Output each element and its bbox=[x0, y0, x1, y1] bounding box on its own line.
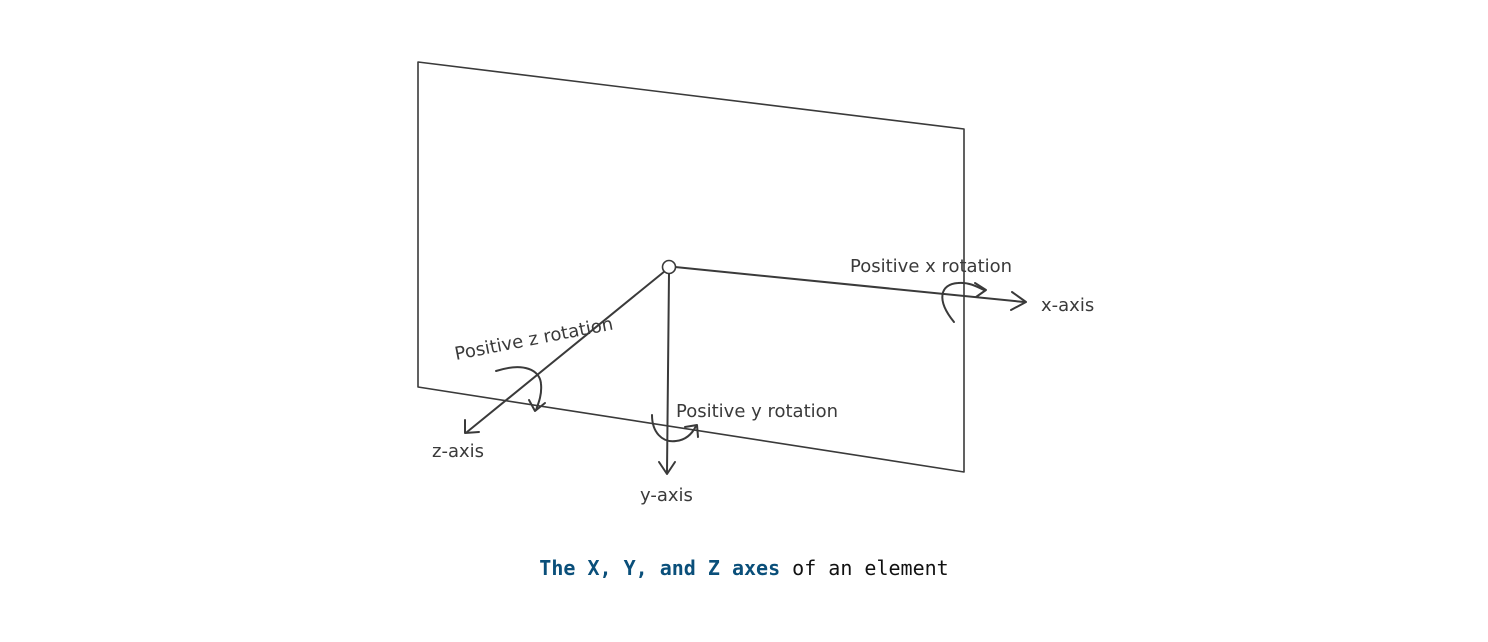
y-rotation-label: Positive y rotation bbox=[676, 401, 838, 422]
x-axis-line bbox=[674, 266, 1025, 303]
y-rotation-arrowhead bbox=[684, 424, 699, 438]
figure-caption: The X, Y, and Z axes of an element bbox=[0, 556, 1488, 580]
z-axis-arrowhead bbox=[464, 419, 480, 434]
y-axis-label: y-axis bbox=[640, 485, 693, 506]
x-rotation-arrow bbox=[941, 281, 985, 323]
caption-highlight: The X, Y, and Z axes bbox=[539, 556, 781, 580]
caption-rest: of an element bbox=[780, 556, 949, 580]
axes-diagram: Positive x rotation x-axis Positive z ro… bbox=[417, 61, 1094, 506]
x-axis-label: x-axis bbox=[1041, 295, 1094, 316]
z-rotation-arrowhead bbox=[528, 399, 546, 412]
z-axis-line bbox=[466, 270, 666, 433]
origin-point bbox=[661, 259, 677, 275]
x-rotation-arrowhead bbox=[974, 282, 987, 298]
z-axis-label: z-axis bbox=[432, 441, 484, 462]
y-axis-arrowhead bbox=[658, 461, 676, 475]
z-rotation-label: Positive z rotation bbox=[453, 314, 615, 365]
z-rotation-arrow bbox=[495, 366, 543, 411]
x-axis-arrowhead bbox=[1010, 291, 1027, 311]
y-rotation-arrow bbox=[651, 414, 697, 443]
y-axis-line bbox=[666, 272, 670, 473]
element-plane bbox=[417, 61, 965, 473]
x-rotation-label: Positive x rotation bbox=[850, 256, 1012, 277]
